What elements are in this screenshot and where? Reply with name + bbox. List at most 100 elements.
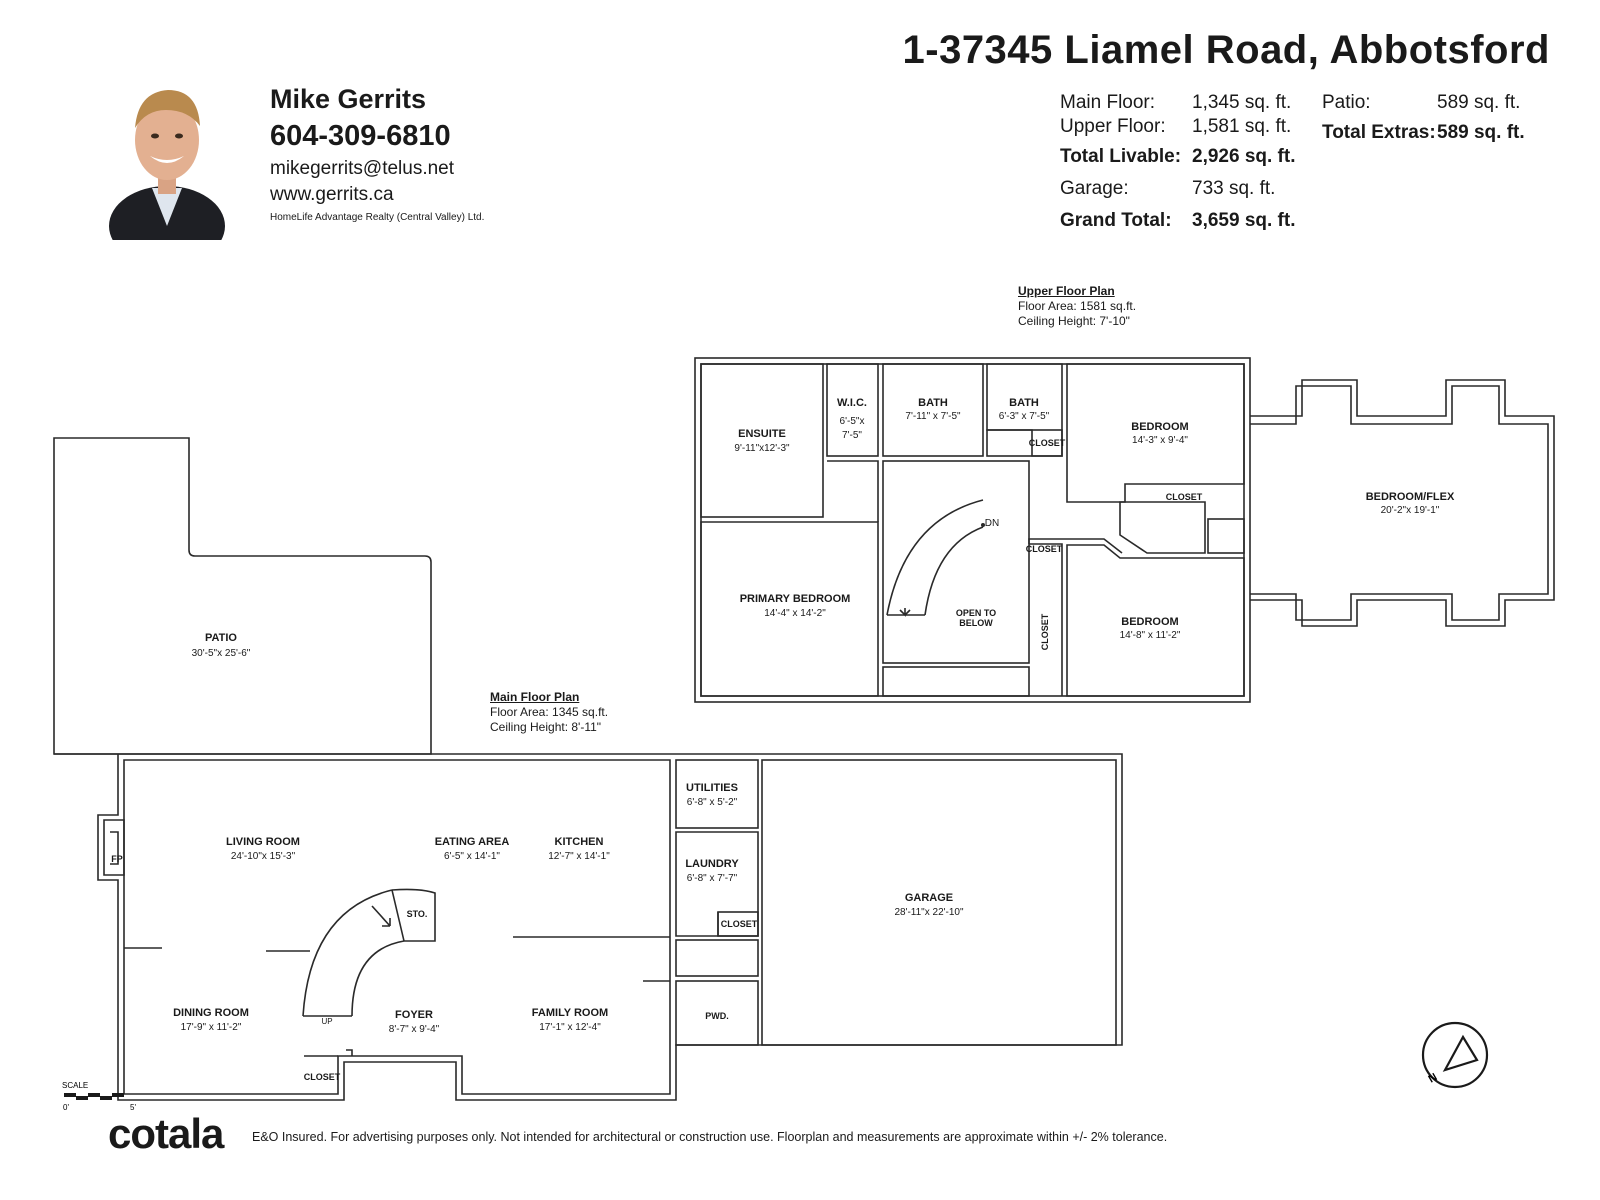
area-label: Total Livable: bbox=[1060, 146, 1182, 167]
wic-walls bbox=[826, 363, 879, 457]
hall-wall bbox=[1028, 538, 1123, 554]
hall-closet-walls bbox=[882, 666, 1030, 697]
upper-stair-outer bbox=[886, 499, 984, 616]
bedroom2-label: BEDROOM bbox=[1121, 616, 1178, 628]
disclaimer: E&O Insured. For advertising purposes on… bbox=[252, 1130, 1168, 1144]
closet4-walls bbox=[1029, 543, 1063, 696]
eating-label: EATING AREA bbox=[435, 836, 510, 848]
utilities-label: UTILITIES bbox=[686, 782, 738, 794]
area-label: Patio: bbox=[1322, 92, 1371, 113]
stair-arrow-icon bbox=[899, 608, 911, 617]
upper-plan-title: Upper Floor Plan bbox=[1018, 284, 1115, 298]
scale-seg bbox=[88, 1093, 100, 1097]
upper-plan-ceiling: Ceiling Height: 7'-10" bbox=[1018, 314, 1130, 328]
flex-inner-wall bbox=[1250, 385, 1549, 621]
area-value: 1,581 sq. ft. bbox=[1192, 116, 1292, 137]
closet1-label: CLOSET bbox=[1029, 438, 1066, 448]
closet-f-walls bbox=[304, 1049, 353, 1057]
upper-inner-wall bbox=[700, 363, 1245, 697]
patio-dims: 30'-5"x 25'-6" bbox=[192, 648, 251, 659]
listing-address: 1-37345 Liamel Road, Abbotsford bbox=[902, 28, 1550, 72]
main-stair-outer bbox=[302, 889, 393, 1017]
agent-phone[interactable]: 604-309-6810 bbox=[270, 120, 451, 152]
flex-label: BEDROOM/FLEX bbox=[1366, 491, 1455, 503]
area-label: Garage: bbox=[1060, 178, 1129, 199]
scale-max: 5' bbox=[130, 1103, 136, 1112]
kitchen-label: KITCHEN bbox=[555, 836, 604, 848]
closet-f-label: CLOSET bbox=[304, 1072, 341, 1082]
patio-outline bbox=[53, 437, 432, 755]
scale-bar: SCALE 0' 5' bbox=[62, 1081, 136, 1112]
bath2-label: BATH bbox=[1009, 397, 1039, 409]
fp-label: FP bbox=[111, 854, 123, 864]
primary-walls bbox=[700, 521, 879, 697]
flex-dims: 20'-2"x 19'-1" bbox=[1381, 505, 1440, 516]
laundry-label: LAUNDRY bbox=[685, 858, 739, 870]
area-label: Total Extras: bbox=[1322, 122, 1436, 143]
agent-website[interactable]: www.gerrits.ca bbox=[270, 184, 394, 205]
agent-email[interactable]: mikegerrits@telus.net bbox=[270, 158, 455, 179]
upper-floor-plan: ENSUITE 9'-11"x12'-3" W.I.C. 6'-5"x 7'-5… bbox=[694, 357, 1555, 703]
bedroom1-walls bbox=[1066, 363, 1245, 503]
cotala-logo: cotala bbox=[108, 1110, 224, 1157]
bedroom1-dims: 14'-3" x 9'-4" bbox=[1132, 435, 1188, 446]
primary-label: PRIMARY BEDROOM bbox=[740, 593, 851, 605]
open-below-1: OPEN TO bbox=[956, 608, 996, 618]
upper-outer-wall bbox=[694, 357, 1251, 703]
stair-dot-icon bbox=[981, 523, 985, 527]
wic-dims-2: 7'-5" bbox=[842, 430, 862, 441]
dn-label: DN bbox=[985, 518, 999, 529]
main-inner-wall bbox=[123, 759, 671, 1095]
bedroom1-label: BEDROOM bbox=[1131, 421, 1188, 433]
closet-small-walls bbox=[1207, 518, 1245, 554]
family-dims: 17'-1" x 12'-4" bbox=[539, 1022, 601, 1033]
scale-min: 0' bbox=[63, 1103, 69, 1112]
eating-dims: 6'-5" x 14'-1" bbox=[444, 851, 500, 862]
main-floor-plan: PATIO 30'-5"x 25'-6" FP LIVING ROOM 24'-… bbox=[53, 437, 1123, 1101]
closet4-label: CLOSET bbox=[1040, 613, 1050, 650]
area-label: Upper Floor: bbox=[1060, 116, 1166, 137]
living-label: LIVING ROOM bbox=[226, 836, 300, 848]
area-value: 589 sq. ft. bbox=[1437, 92, 1521, 113]
area-value: 589 sq. ft. bbox=[1437, 122, 1525, 143]
sto-walls bbox=[391, 888, 436, 942]
ensuite-walls bbox=[700, 363, 824, 518]
main-plan-title: Main Floor Plan bbox=[490, 690, 580, 704]
area-value: 733 sq. ft. bbox=[1192, 178, 1276, 199]
up-label: UP bbox=[321, 1017, 332, 1026]
agent-avatar bbox=[109, 90, 225, 240]
utilities-walls bbox=[675, 759, 759, 829]
garage-dims: 28'-11"x 22'-10" bbox=[894, 907, 964, 918]
upper-plan-area: Floor Area: 1581 sq.ft. bbox=[1018, 299, 1137, 313]
dining-label: DINING ROOM bbox=[173, 1007, 249, 1019]
main-stair-inner bbox=[351, 940, 405, 1017]
kitchen-dims: 12'-7" x 14'-1" bbox=[548, 851, 610, 862]
dining-dims: 17'-9" x 11'-2" bbox=[181, 1022, 242, 1033]
pwd-label: PWD. bbox=[705, 1011, 729, 1021]
bedroom2-walls bbox=[1066, 544, 1245, 697]
scale-seg bbox=[100, 1096, 112, 1100]
area-value: 2,926 sq. ft. bbox=[1192, 146, 1296, 167]
pwd-walls bbox=[675, 980, 759, 1046]
family-label: FAMILY ROOM bbox=[532, 1007, 608, 1019]
ensuite-dims: 9'-11"x12'-3" bbox=[734, 443, 790, 454]
bath1-walls bbox=[882, 363, 984, 457]
garage-walls bbox=[761, 759, 1117, 1046]
storage-walls bbox=[675, 939, 759, 977]
main-plan-area: Floor Area: 1345 sq.ft. bbox=[490, 705, 609, 719]
closet3-label: CLOSET bbox=[1026, 544, 1063, 554]
bath1-dims: 7'-11" x 7'-5" bbox=[905, 411, 961, 422]
bedroom2-dims: 14'-8" x 11'-2" bbox=[1120, 630, 1181, 641]
scale-seg bbox=[112, 1093, 124, 1097]
open-below-2: BELOW bbox=[959, 618, 993, 628]
upper-stair-inner bbox=[924, 526, 984, 616]
closet-l-label: CLOSET bbox=[721, 919, 758, 929]
closet-l-walls bbox=[717, 911, 759, 937]
laundry-dims: 6'-8" x 7'-7" bbox=[687, 873, 738, 884]
living-dims: 24'-10"x 15'-3" bbox=[231, 851, 296, 862]
main-stair-arrow-icon bbox=[371, 905, 391, 927]
fireplace-box bbox=[103, 819, 125, 876]
primary-dims: 14'-4" x 14'-2" bbox=[764, 608, 826, 619]
flex-outer-wall bbox=[1250, 379, 1555, 627]
